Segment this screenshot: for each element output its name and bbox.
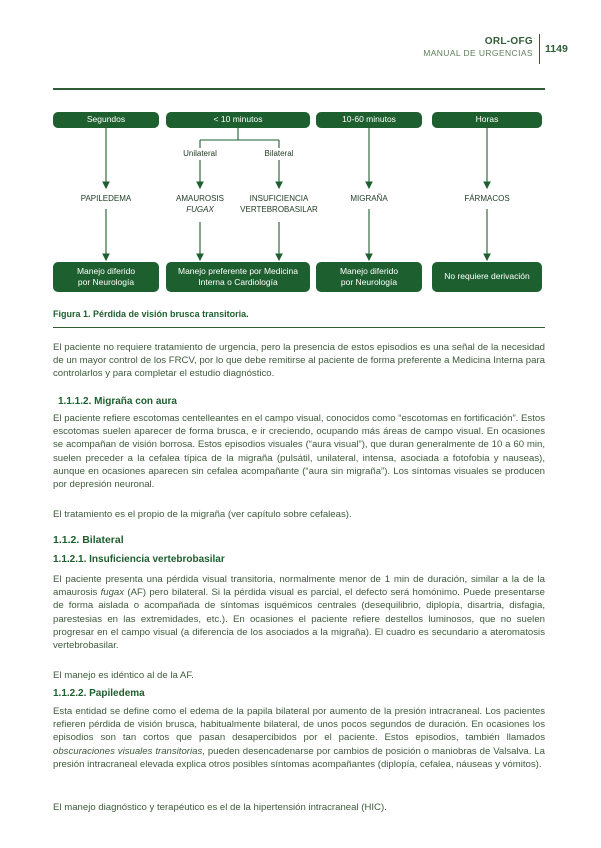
label-insuficiencia: INSUFICIENCIA VERTEBROBASILAR (234, 194, 324, 216)
insuficiencia-text-fugax: fugax (100, 587, 125, 599)
outcome-box-neurologia-2: Manejo diferido por Neurología (316, 262, 422, 292)
paragraph-papiledema: Esta entidad se define como el edema de … (53, 705, 545, 771)
label-amaurosis: AMAUROSIS FUGAX (160, 194, 240, 216)
label-papiledema: PAPILEDEMA (80, 194, 132, 203)
label-migrana: MIGRAÑA (350, 194, 388, 203)
outcome-1-line1: Manejo diferido (76, 265, 136, 276)
time-box-segundos: Segundos (53, 112, 159, 128)
paragraph-papiledema-manejo: El manejo diagnóstico y terapéutico es e… (53, 802, 387, 813)
time-box-10-60-min: 10-60 minutos (316, 112, 422, 128)
paragraph-insuficiencia-manejo: El manejo es idéntico al de la AF. (53, 670, 194, 681)
figure-caption: Figura 1. Pérdida de visión brusca trans… (53, 309, 249, 319)
heading-migrana-aura: 1.1.1.2. Migraña con aura (58, 396, 177, 407)
outcome-box-medicina-interna: Manejo preferente por Medicina Interna o… (166, 262, 310, 292)
caption-text: Pérdida de visión brusca transitoria. (93, 309, 249, 319)
running-header: ORL-OFG MANUAL DE URGENCIAS (423, 36, 533, 58)
insuficiencia-line2: VERTEBROBASILAR (240, 204, 318, 214)
heading-insuficiencia-vb: 1.1.2.1. Insuficiencia vertebrobasilar (53, 554, 225, 565)
paragraph-migrana: El paciente refiere escotomas centellean… (53, 413, 545, 491)
outcome-3-line2: por Neurología (340, 277, 398, 287)
label-unilateral: Unilateral (183, 149, 217, 158)
caption-label: Figura 1. (53, 309, 91, 319)
diagram-connectors (102, 128, 491, 262)
outcome-3-line1: Manejo diferido (339, 265, 399, 276)
header-separator (539, 34, 540, 64)
insuficiencia-text-b: (AF) pero bilateral. Si la pérdida visua… (53, 587, 545, 652)
header-rule (53, 88, 545, 90)
heading-bilateral: 1.1.2. Bilateral (53, 534, 124, 546)
insuficiencia-text-a: El paciente presenta una pérdida visual … (53, 574, 545, 599)
papiledema-text-b: , pueden desencadenarse por cambios de p… (53, 745, 545, 770)
outcome-1-line2: por Neurología (77, 277, 135, 287)
outcome-box-neurologia-1: Manejo diferido por Neurología (53, 262, 159, 292)
papiledema-text-a: Esta entidad se define como el edema de … (53, 706, 545, 744)
papiledema-text-italic: obscuraciones visuales transitorias (53, 745, 203, 757)
label-farmacos: FÁRMACOS (464, 194, 510, 203)
header-subtitle: MANUAL DE URGENCIAS (423, 48, 533, 58)
caption-rule (53, 327, 545, 328)
time-box-horas: Horas (432, 112, 542, 128)
amaurosis-line: AMAUROSIS (175, 194, 224, 203)
time-box-menos-10-min: < 10 minutos (166, 112, 310, 128)
outcome-2-line2: Interna o Cardiología (198, 277, 278, 287)
paragraph-migrana-tratamiento: El tratamiento es el propio de la migrañ… (53, 509, 352, 520)
paragraph-insuficiencia: El paciente presenta una pérdida visual … (53, 573, 545, 652)
paragraph-intro: El paciente no requiere tratamiento de u… (53, 342, 545, 380)
page-number: 1149 (545, 43, 568, 55)
heading-papiledema: 1.1.2.2. Papiledema (53, 688, 145, 699)
outcome-box-no-derivacion: No requiere derivación (432, 262, 542, 292)
insuficiencia-line1: INSUFICIENCIA (249, 194, 309, 203)
header-title: ORL-OFG (484, 36, 533, 47)
outcome-2-line1: Manejo preferente por Medicina (177, 265, 298, 276)
label-bilateral: Bilateral (264, 149, 294, 158)
fugax-line: FUGAX (186, 204, 214, 214)
